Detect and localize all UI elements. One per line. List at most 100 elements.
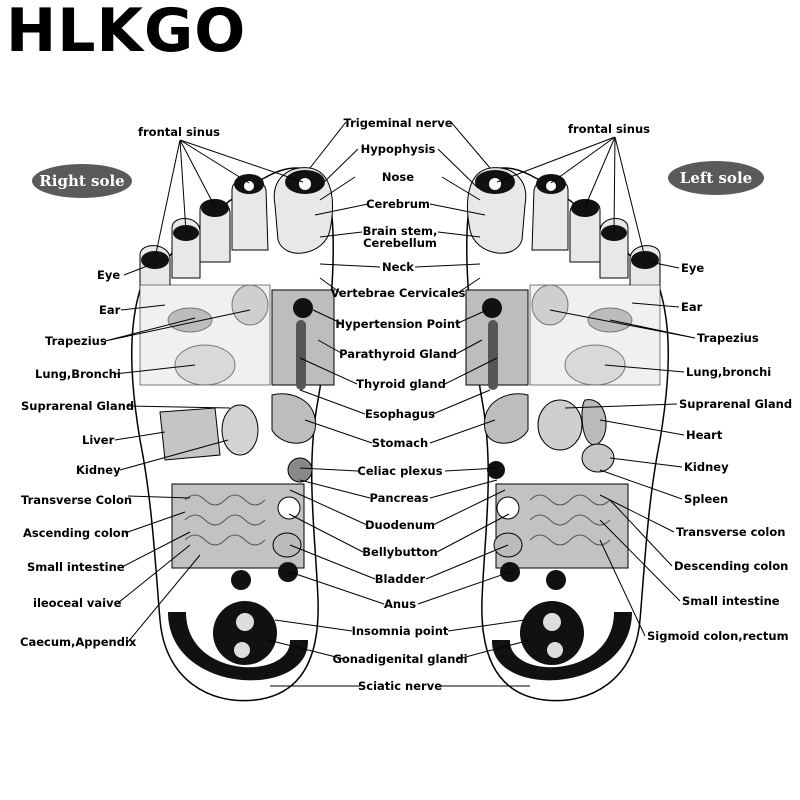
left-frontal-sinus-toe5 xyxy=(631,251,659,269)
label-duodenum: Duodenum xyxy=(365,518,435,532)
label-left-ear: Ear xyxy=(681,300,703,314)
right-kidney-icon xyxy=(221,404,259,456)
right-sole-badge: Right sole xyxy=(32,164,132,198)
right-insomnia-dot-a xyxy=(231,570,251,590)
right-uterus-icon xyxy=(236,613,254,631)
label-ileoceal-valve: ileoceal vaive xyxy=(33,596,122,610)
right-liver-icon xyxy=(159,407,221,461)
label-left-kidney: Kidney xyxy=(684,460,729,474)
label-left-frontal-sinus: frontal sinus xyxy=(568,122,650,136)
left-gonad-icon xyxy=(547,642,563,658)
right-lung-icon xyxy=(174,344,236,386)
right-celiac-plexus xyxy=(287,457,313,483)
right-bladder-icon xyxy=(272,532,302,558)
label-left-small-intestine: Small intestine xyxy=(682,594,780,608)
label-bellybutton: Bellybutton xyxy=(362,545,437,559)
left-frontal-sinus-toe3 xyxy=(571,199,599,217)
label-liver: Liver xyxy=(82,433,115,447)
right-gonad-icon xyxy=(234,642,250,658)
right-frontal-sinus-toe4 xyxy=(173,225,199,241)
label-hypophysis: Hypophysis xyxy=(361,142,436,156)
leader-lines xyxy=(104,121,696,687)
left-sole-labels: frontal sinus Eye Ear Trapezius Lung,bro… xyxy=(568,122,792,643)
right-esophagus-bar xyxy=(296,320,306,390)
label-left-lung: Lung,bronchi xyxy=(686,365,771,379)
left-sole-badge: Left sole xyxy=(668,161,764,195)
left-uterus-icon xyxy=(543,613,561,631)
right-gonad-zone xyxy=(213,601,277,665)
left-bellybutton-point xyxy=(496,496,520,520)
label-sciatic-nerve: Sciatic nerve xyxy=(358,679,442,693)
label-descending-colon: Descending colon xyxy=(674,559,788,573)
label-celiac-plexus: Celiac plexus xyxy=(357,464,442,478)
label-right-suprarenal: Suprarenal Gland xyxy=(21,399,134,413)
left-sciatic-nerve-band xyxy=(491,612,632,681)
label-right-eye: Eye xyxy=(97,268,120,282)
brand-logo: HLKGO xyxy=(6,0,247,66)
label-heart: Heart xyxy=(686,428,723,442)
right-small-intestine-icon xyxy=(184,494,266,546)
label-trigeminal-nerve: Trigeminal nerve xyxy=(344,116,453,130)
right-bellybutton-point xyxy=(277,496,301,520)
label-parathyroid-gland: Parathyroid Gland xyxy=(339,347,457,361)
left-insomnia-dot-a xyxy=(546,570,566,590)
left-hypertension-point xyxy=(482,298,502,318)
right-stomach-icon xyxy=(271,393,316,444)
label-right-small-intestine: Small intestine xyxy=(27,560,125,574)
left-gonad-zone xyxy=(520,601,584,665)
label-right-trapezius: Trapezius xyxy=(45,334,107,348)
right-sciatic-nerve-band xyxy=(168,612,309,681)
label-hypertension-point: Hypertension Point xyxy=(335,317,461,331)
label-bladder: Bladder xyxy=(375,572,426,586)
left-eye-point-2 xyxy=(546,181,556,191)
left-sole-badge-text: Left sole xyxy=(680,169,752,187)
label-left-trapezius: Trapezius xyxy=(697,331,759,345)
label-brain-stem: Brain stem, xyxy=(363,224,438,238)
left-upper-organ-icon xyxy=(531,284,569,326)
right-trapezius-icon xyxy=(167,307,213,333)
right-sole-badge-text: Right sole xyxy=(39,172,124,190)
label-nose: Nose xyxy=(382,170,414,184)
label-thyroid-gland: Thyroid gland xyxy=(356,377,446,391)
label-sigmoid-colon: Sigmoid colon,rectum xyxy=(647,629,789,643)
right-hypertension-point xyxy=(293,298,313,318)
label-cerebellum: Cerebellum xyxy=(363,236,437,250)
left-small-intestine-icon xyxy=(529,494,611,546)
left-suprarenal-icon xyxy=(537,399,583,451)
right-sole-labels: frontal sinus Eye Ear Trapezius Lung,Bro… xyxy=(20,125,220,649)
label-anus: Anus xyxy=(384,597,416,611)
left-celiac-plexus xyxy=(487,461,505,479)
label-right-ear: Ear xyxy=(99,303,121,317)
right-frontal-sinus-toe5 xyxy=(141,251,169,269)
left-sole xyxy=(465,167,670,702)
center-labels: Trigeminal nerve Hypophysis Nose Cerebru… xyxy=(330,116,467,693)
right-anus-point xyxy=(278,562,298,582)
label-right-lung: Lung,Bronchi xyxy=(35,367,121,381)
label-right-kidney: Kidney xyxy=(76,463,121,477)
left-kidney-icon xyxy=(581,443,615,473)
label-left-suprarenal: Suprarenal Gland xyxy=(679,397,792,411)
label-vertebrae-cervicales: Vertebrae Cervicales xyxy=(330,286,465,300)
right-upper-organ-icon xyxy=(231,284,269,326)
label-insomnia-point: Insomnia point xyxy=(352,624,449,638)
label-spleen: Spleen xyxy=(684,492,728,506)
label-stomach: Stomach xyxy=(372,436,428,450)
right-eye-point-2 xyxy=(244,181,254,191)
label-esophagus: Esophagus xyxy=(365,407,435,421)
right-sole xyxy=(130,167,335,702)
right-eye-point xyxy=(299,178,311,190)
left-stomach-icon xyxy=(484,393,529,444)
label-ascending-colon: Ascending colon xyxy=(23,526,129,540)
label-pancreas: Pancreas xyxy=(370,491,429,505)
left-frontal-sinus-toe4 xyxy=(601,225,627,241)
label-neck: Neck xyxy=(382,260,414,274)
left-esophagus-bar xyxy=(488,320,498,390)
label-gonadigenital-glandi: Gonadigenital glandi xyxy=(332,652,467,666)
left-lung-icon xyxy=(564,344,626,386)
label-caecum-appendix: Caecum,Appendix xyxy=(20,635,137,649)
label-right-transverse-colon: Transverse Colon xyxy=(21,493,132,507)
label-right-frontal-sinus: frontal sinus xyxy=(138,125,220,139)
left-eye-point xyxy=(489,178,501,190)
right-frontal-sinus-toe3 xyxy=(201,199,229,217)
